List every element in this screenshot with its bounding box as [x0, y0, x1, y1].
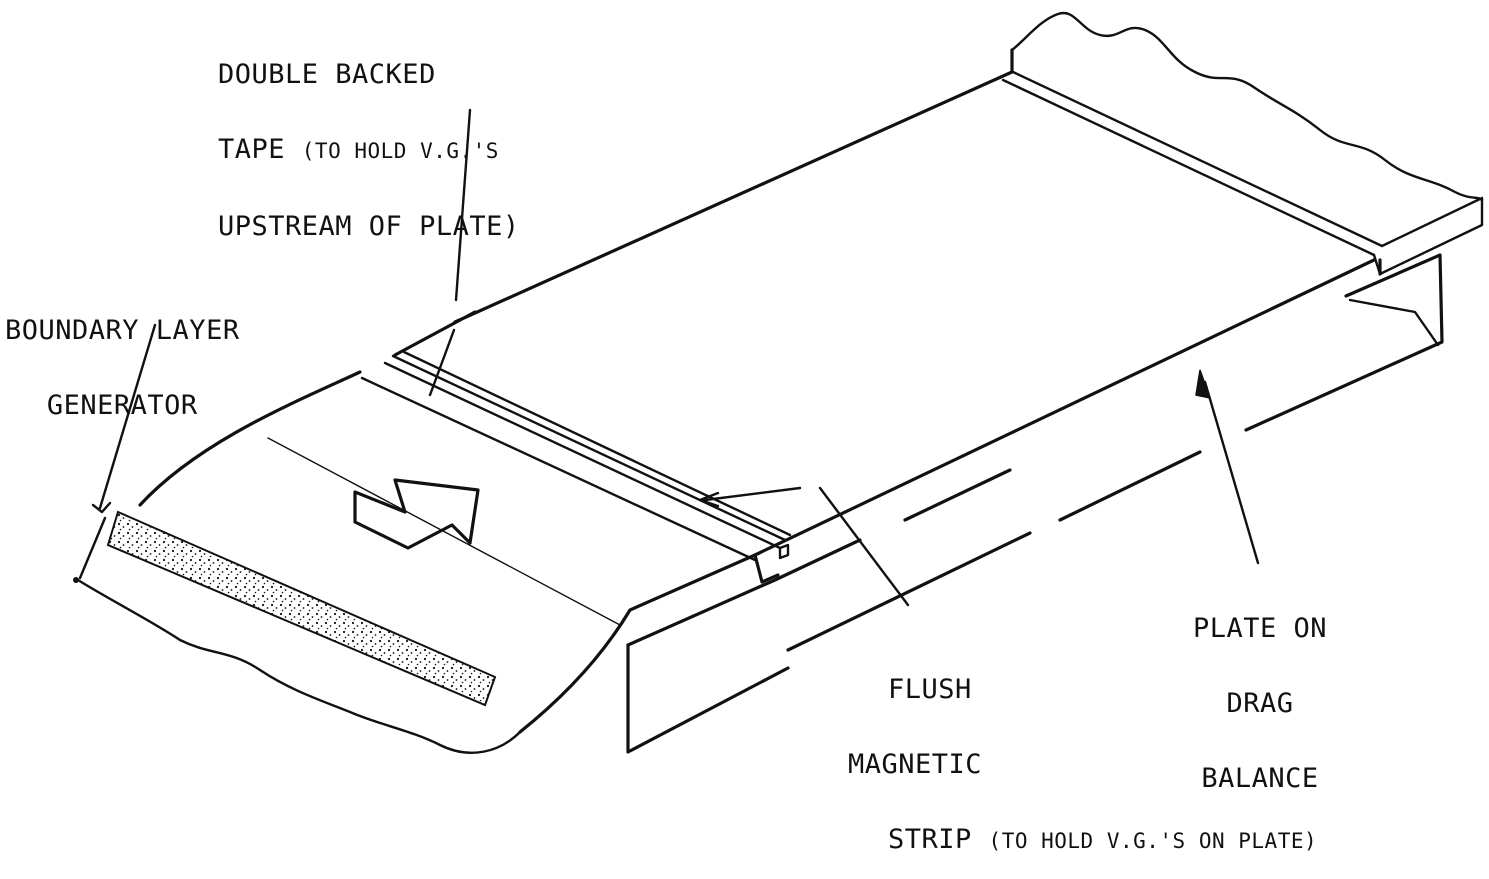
upstream-left-edge	[78, 516, 107, 580]
downstream-step	[1372, 196, 1484, 276]
flush-magnetic-line2: MAGNETIC	[848, 749, 983, 780]
plate-on-drag-line2: DRAG	[1226, 688, 1294, 719]
magnetic-strip-end	[778, 543, 790, 560]
magnetic-strip-leader-tip	[698, 491, 720, 508]
boundary-layer-line1: BOUNDARY LAYER	[5, 315, 240, 346]
plate-drag-leader	[1203, 380, 1260, 565]
test-apparatus-drawing	[73, 11, 1484, 754]
flush-strip-leader	[818, 486, 910, 607]
double-backed-tape-leader	[428, 108, 472, 397]
plate-on-drag-line1: PLATE ON	[1192, 613, 1328, 644]
double-backed-line2: TAPE (TO HOLD V.G.'S	[218, 134, 520, 165]
tape-strip-band	[360, 350, 792, 562]
drag-balance-box-inner	[1348, 298, 1440, 347]
magnetic-strip-leader	[703, 486, 802, 502]
boundary-layer-leader	[98, 323, 157, 510]
upstream-nose-curve	[518, 553, 757, 734]
boundary-layer-leader-tip	[91, 501, 112, 514]
flush-magnetic-strip-label: FLUSH MAGNETIC STRIP (TO HOLD V.G.'S ON …	[848, 627, 1317, 879]
top-wavy-break-edge	[1010, 11, 1484, 202]
upstream-bottom-wavy	[76, 578, 522, 754]
plate-drag-leader-tip	[1195, 369, 1212, 400]
flow-centerline	[267, 437, 621, 626]
boundary-layer-generator-label: BOUNDARY LAYER GENERATOR	[5, 268, 240, 443]
double-backed-line3: UPSTREAM OF PLATE)	[218, 211, 520, 242]
upstream-surface-edge	[138, 370, 362, 507]
drag-balance-box	[786, 253, 1444, 652]
flush-magnetic-line3-note: (TO HOLD V.G.'S ON PLATE)	[988, 829, 1318, 853]
flow-arrow	[353, 478, 480, 550]
double-backed-line1: DOUBLE BACKED	[218, 59, 436, 90]
edge-dot	[73, 577, 79, 583]
drag-balance-front-panel	[626, 468, 1012, 754]
plate-back-joint	[1001, 70, 1384, 257]
double-backed-tape-label: DOUBLE BACKED TAPE (TO HOLD V.G.'S UPSTR…	[218, 12, 520, 264]
boundary-layer-generator-strip	[106, 510, 497, 707]
double-backed-line2-note: (TO HOLD V.G.'S	[301, 139, 499, 163]
plate-right-edge	[753, 258, 1382, 584]
flush-magnetic-line3-main: STRIP	[888, 824, 989, 855]
double-backed-line2-main: TAPE	[218, 134, 302, 165]
flush-magnetic-line3: STRIP (TO HOLD V.G.'S ON PLATE)	[848, 824, 1318, 855]
boundary-layer-line2: GENERATOR	[46, 390, 198, 421]
top-surface-left-edge	[393, 48, 1014, 357]
flush-magnetic-line1: FLUSH	[888, 674, 972, 705]
